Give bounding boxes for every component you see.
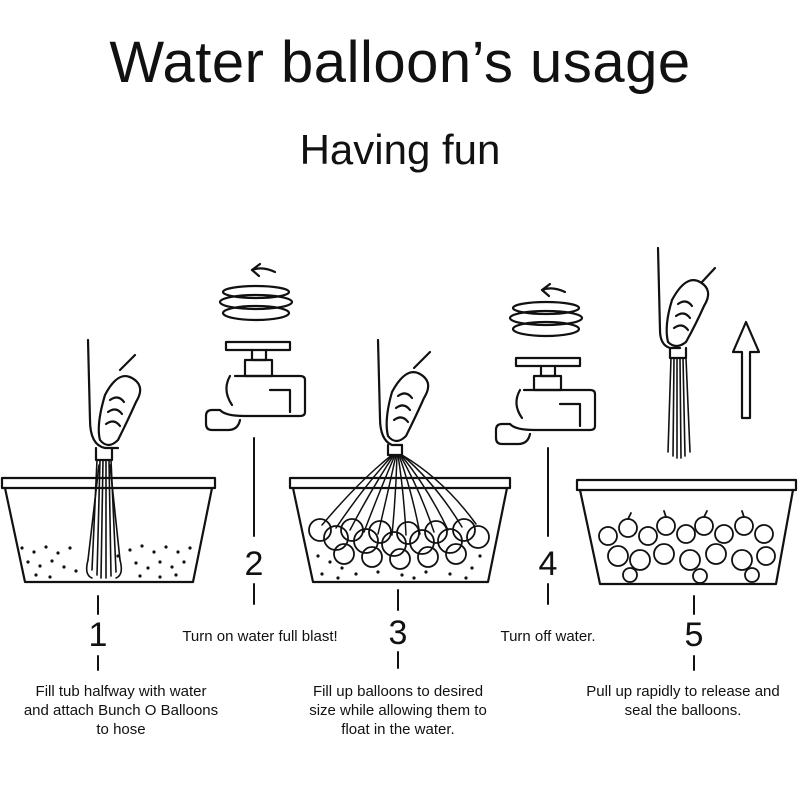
page-title: Water balloon’s usage (109, 30, 691, 95)
step-1-number: 1 (88, 616, 108, 654)
tub-3-icon (288, 476, 512, 584)
water-dots-3 (316, 554, 482, 580)
step-2-text: Turn on water full blast! (182, 628, 338, 645)
hand-hose-3-icon (376, 338, 432, 457)
step-3-number: 3 (388, 614, 408, 652)
step-3-text: Fill up balloons to desired size while a… (309, 683, 487, 738)
step-5-number: 5 (684, 616, 704, 654)
balloon-bunch-5-icon (667, 357, 691, 459)
balloons-3-icon (308, 518, 490, 570)
step-4-text: Turn off water. (500, 628, 596, 645)
step-4-number: 4 (538, 545, 558, 583)
faucet-2-icon (204, 262, 307, 432)
step-5-text: Pull up rapidly to release and seal the … (586, 683, 780, 719)
step-2-number: 2 (244, 545, 264, 583)
faucet-4-icon (494, 282, 597, 446)
water-dots-1 (20, 544, 192, 579)
tub-5-icon (575, 478, 798, 586)
step-ticks (97, 437, 695, 671)
hand-hose-1-icon (86, 338, 142, 462)
hose-fan-3 (321, 454, 477, 536)
arrow-up-icon (731, 320, 761, 420)
hand-hose-5-icon (656, 246, 717, 360)
balloon-bunch-1-icon (85, 459, 123, 579)
step-1-text: Fill tub halfway with water and attach B… (23, 683, 219, 738)
page-subtitle: Having fun (299, 126, 501, 173)
balloons-5-icon (598, 510, 776, 584)
tub-1-icon (0, 476, 217, 584)
